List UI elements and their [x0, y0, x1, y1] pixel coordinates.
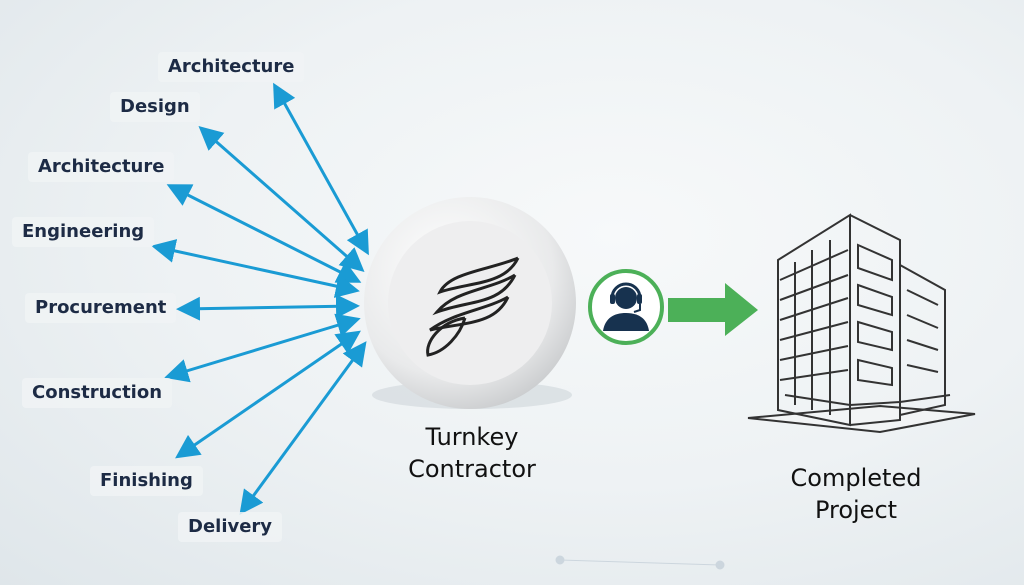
input-label-engineering: Engineering [12, 217, 155, 247]
double-arrow-8 [239, 341, 367, 515]
input-label-procurement: Procurement [25, 293, 177, 323]
center-caption-line1: Turnkey [425, 423, 519, 451]
output-caption: Completed Project [756, 462, 956, 526]
double-arrow-1 [273, 82, 369, 256]
center-caption: Turnkey Contractor [372, 421, 572, 485]
customer-support-headset-icon [603, 282, 649, 331]
feather-logo-icon [426, 256, 520, 357]
green-arrow [668, 283, 758, 336]
double-arrow-4 [151, 239, 360, 298]
double-arrow-7 [175, 330, 361, 459]
input-label-design: Design [110, 92, 200, 122]
double-arrow-6 [164, 313, 361, 383]
input-label-architecture-2: Architecture [28, 152, 175, 182]
output-caption-line1: Completed [790, 464, 922, 492]
building-icon [747, 213, 976, 434]
input-label-delivery: Delivery [178, 512, 283, 542]
double-arrow-5 [176, 294, 360, 321]
double-arrow-3 [166, 184, 362, 283]
input-label-construction: Construction [22, 378, 173, 408]
input-label-architecture-1: Architecture [158, 52, 305, 82]
center-caption-line2: Contractor [408, 455, 536, 483]
output-caption-line2: Project [814, 496, 898, 524]
input-label-finishing: Finishing [90, 466, 203, 496]
